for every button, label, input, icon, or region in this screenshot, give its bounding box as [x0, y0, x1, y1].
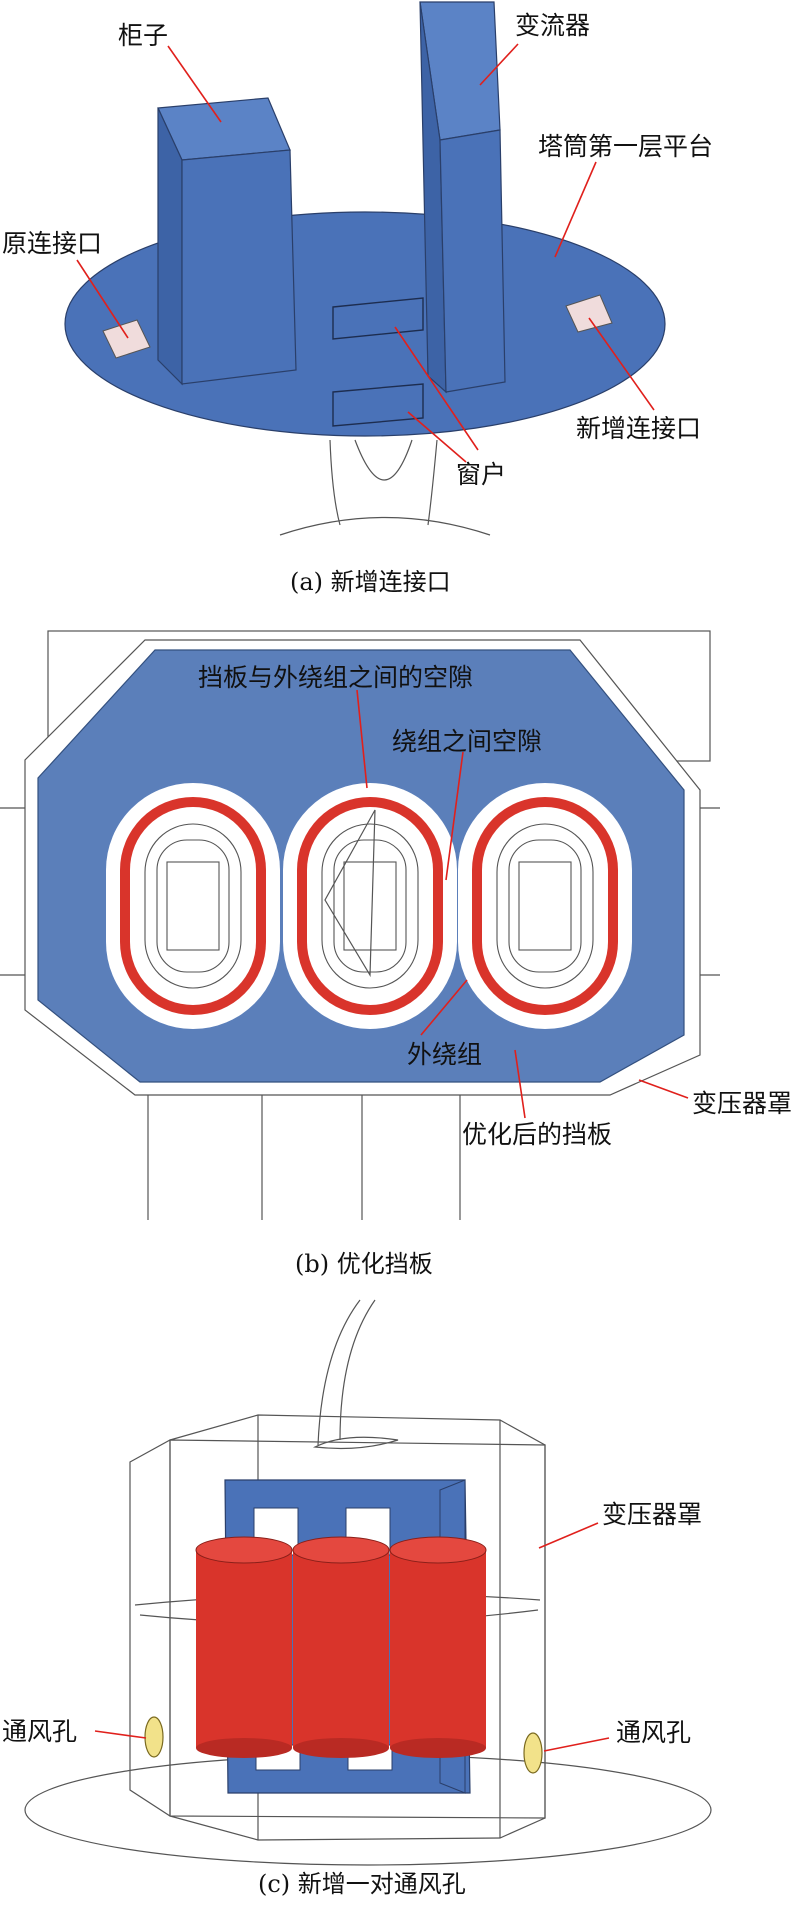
vent-right [523, 1732, 543, 1774]
vent-left [144, 1716, 164, 1758]
label-winding-gap: 绕组之间空隙 [392, 727, 542, 756]
panel-c-leaders [94, 1522, 610, 1752]
window-upper [332, 297, 424, 340]
label-new-port: 新增连接口 [576, 414, 701, 443]
winding-right [458, 783, 632, 1029]
label-converter: 变流器 [515, 11, 590, 40]
cable [317, 1299, 376, 1446]
panel-c: 变压器罩 通风孔 通风孔 (c) 新增一对通风孔 [2, 1299, 712, 1898]
cabinet [157, 97, 297, 386]
panel-b-leaders [356, 689, 689, 1119]
coil-left [195, 1536, 293, 1758]
label-cabinet: 柜子 [118, 21, 168, 50]
label-tower-platform: 塔筒第一层平台 [538, 132, 713, 161]
coil-middle [292, 1536, 390, 1758]
caption-b: (b) 优化挡板 [295, 1250, 433, 1278]
label-outer-winding: 外绕组 [407, 1040, 482, 1069]
panel-b: 挡板与外绕组之间的空隙 绕组之间空隙 外绕组 变压器罩 优化后的挡板 (b) 优… [0, 630, 792, 1278]
caption-a: (a) 新增连接口 [290, 568, 451, 596]
window-lower [332, 383, 424, 427]
tower-outline [279, 439, 491, 536]
new-port [565, 294, 613, 333]
label-transformer-cover-c: 变压器罩 [602, 1500, 702, 1529]
winding-middle [283, 783, 457, 1029]
label-transformer-cover-b: 变压器罩 [692, 1089, 792, 1118]
label-vent-left: 通风孔 [2, 1717, 77, 1746]
label-window: 窗户 [456, 460, 506, 489]
converter [419, 1, 506, 394]
original-port [102, 319, 151, 359]
label-vent-right: 通风孔 [616, 1718, 691, 1747]
label-optimized-baffle: 优化后的挡板 [462, 1120, 612, 1149]
label-baffle-gap: 挡板与外绕组之间的空隙 [198, 663, 473, 692]
winding-left [106, 783, 280, 1029]
panel-a-leaders [76, 43, 655, 463]
caption-c: (c) 新增一对通风孔 [258, 1870, 466, 1898]
coil-right [389, 1536, 487, 1758]
label-original-port: 原连接口 [2, 229, 102, 258]
panel-a: 柜子 变流器 塔筒第一层平台 原连接口 新增连接口 窗户 (a) 新增连接口 [2, 1, 713, 596]
